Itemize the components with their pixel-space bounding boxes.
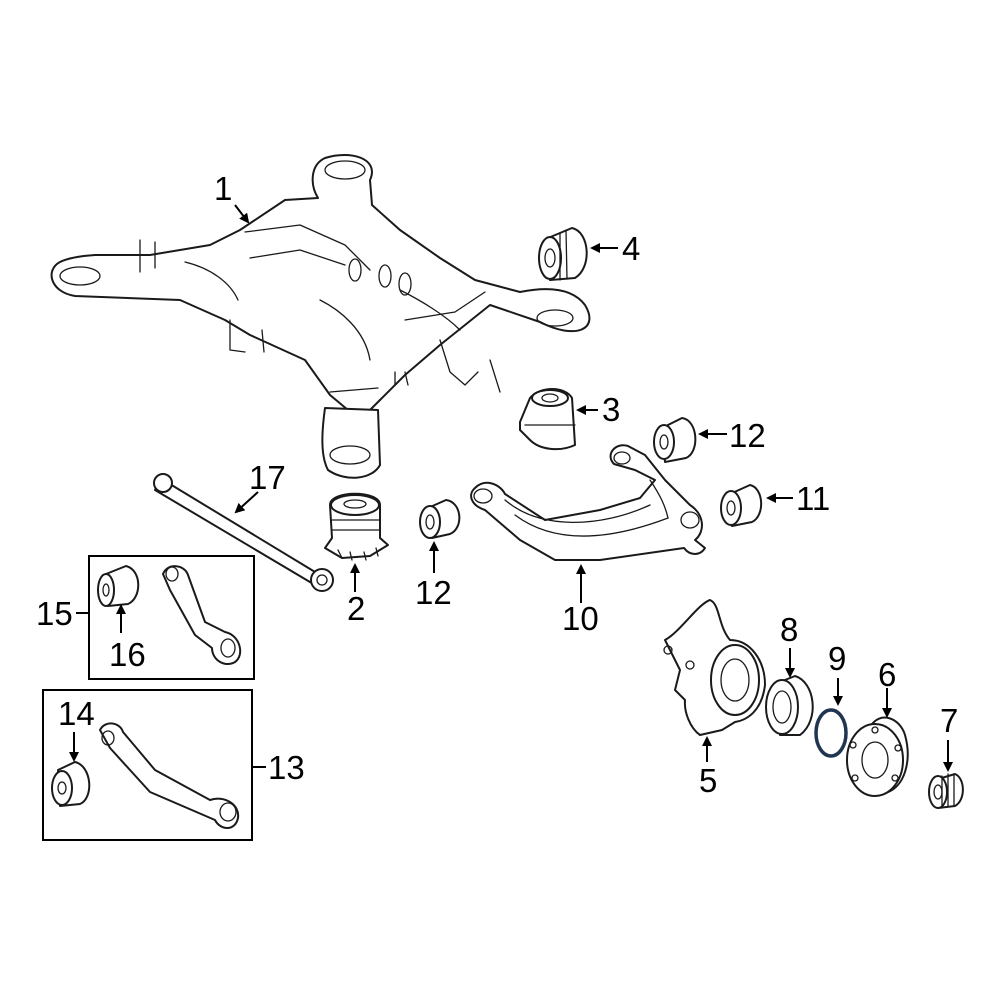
bushing-part-11 (720, 484, 763, 527)
label-part-9: 9 (828, 640, 846, 677)
knuckle-part-5 (663, 599, 766, 736)
label-part-5: 5 (699, 762, 717, 799)
label-part-8: 8 (780, 611, 798, 648)
label-part-15: 15 (36, 595, 73, 632)
label-part-13: 13 (268, 749, 305, 786)
control-arm-part-10 (470, 444, 706, 561)
mount-part-2 (324, 492, 389, 561)
label-part-1: 1 (214, 170, 232, 207)
link-arm-in-box-13 (99, 722, 240, 829)
label-part-14: 14 (58, 695, 95, 732)
hub-part-6 (846, 716, 909, 797)
nut-part-7 (928, 773, 964, 809)
bushing-part-12-left (419, 499, 461, 539)
label-part-4: 4 (622, 230, 640, 267)
snap-ring-part-9 (814, 708, 848, 758)
box-group-13 (42, 689, 253, 841)
label-part-16: 16 (109, 636, 146, 673)
label-part-11: 11 (796, 480, 830, 517)
bushing-part-4 (538, 227, 588, 281)
subframe-crossmember (50, 154, 591, 479)
bushing-part-16 (97, 565, 140, 607)
mount-part-3 (519, 388, 576, 451)
label-part-6: 6 (878, 656, 896, 693)
label-part-2: 2 (347, 590, 365, 627)
label-part-3: 3 (602, 391, 620, 428)
label-part-7: 7 (940, 702, 958, 739)
bearing-part-8 (765, 675, 814, 736)
link-arm-in-box-15 (162, 565, 242, 666)
link-rod-part-17 (153, 473, 334, 592)
label-part-12-right: 12 (729, 417, 766, 454)
label-part-17: 17 (249, 459, 286, 496)
bushing-part-14 (51, 761, 91, 807)
label-part-10: 10 (562, 600, 599, 637)
bushing-part-12-right (653, 417, 697, 463)
label-part-12-left: 12 (415, 574, 452, 611)
box-group-15 (88, 555, 255, 680)
callout-leaders (69, 204, 953, 772)
